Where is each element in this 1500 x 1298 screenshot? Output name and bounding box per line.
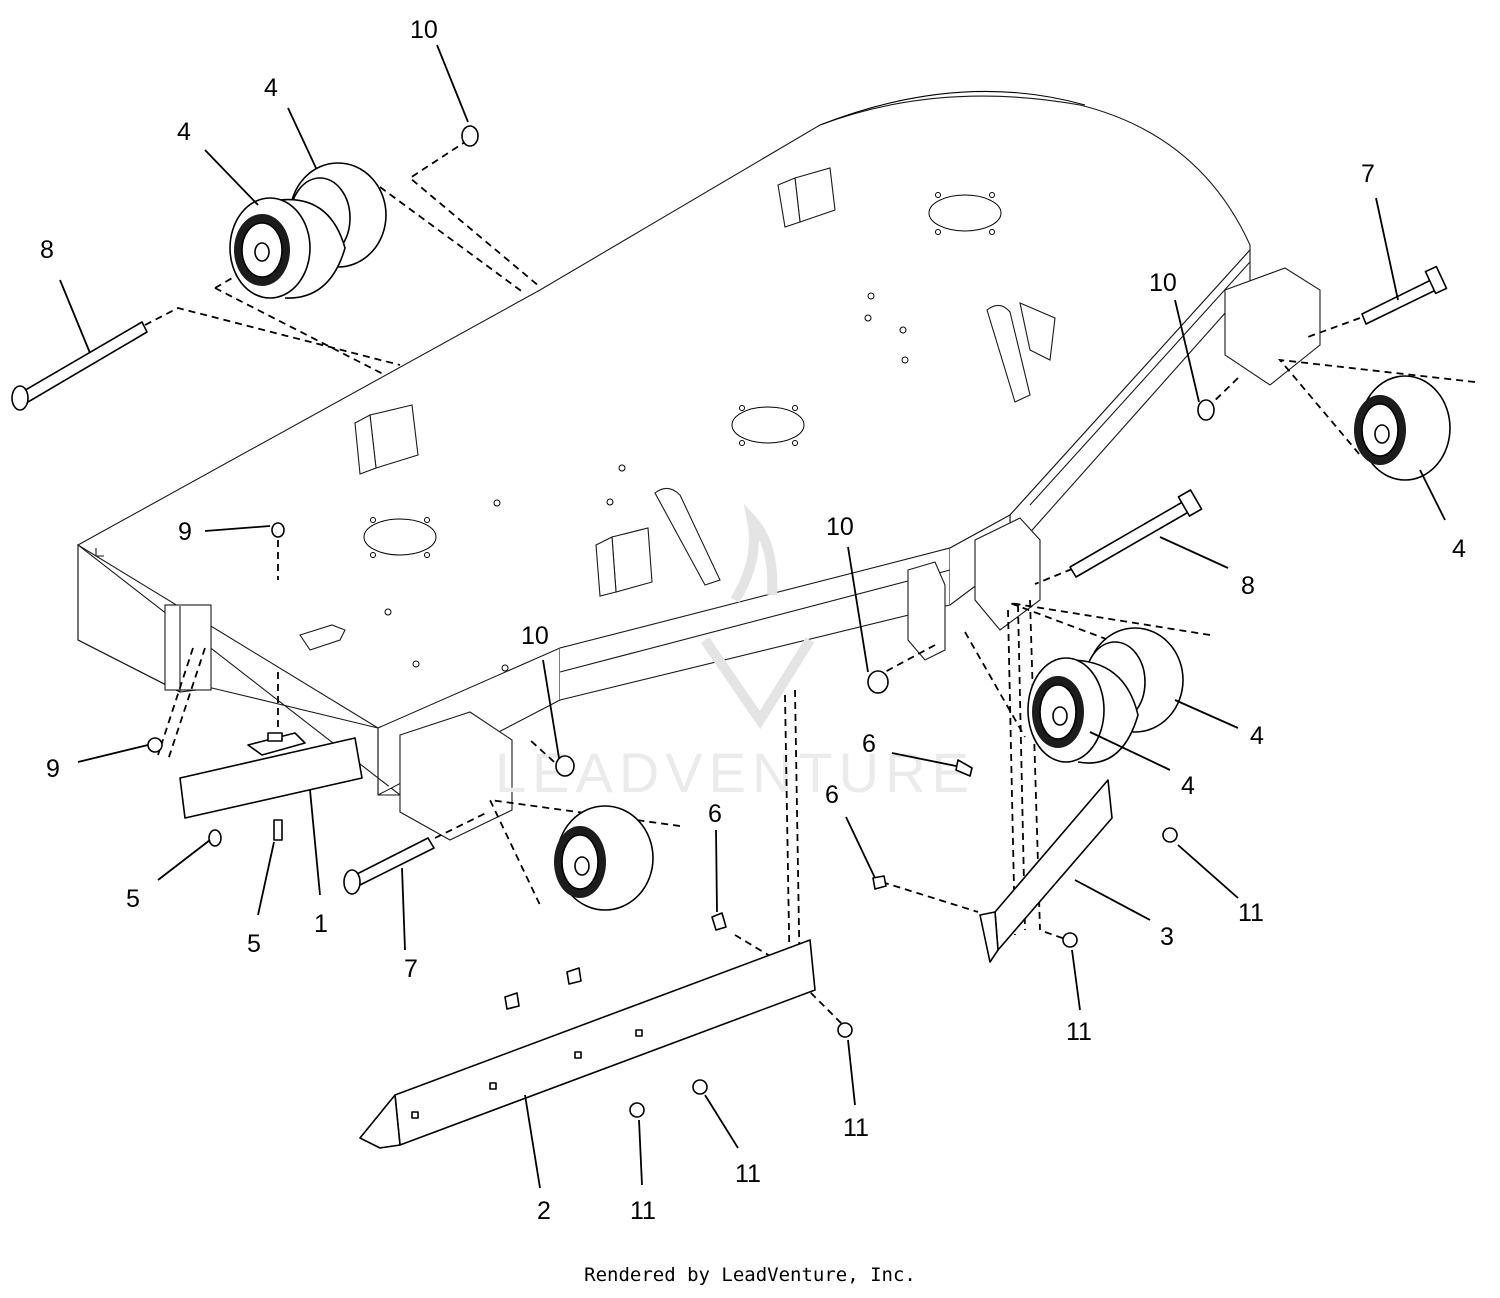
- callout-6: 6: [825, 781, 839, 809]
- callout-10: 10: [410, 16, 438, 44]
- callout-4: 4: [1250, 722, 1264, 750]
- nut-10-top: [461, 125, 479, 147]
- callout-11: 11: [735, 1160, 761, 1188]
- nut-11-d: [692, 1079, 708, 1095]
- callout-9: 9: [178, 518, 192, 546]
- nut-9-side: [147, 737, 163, 753]
- callout-11: 11: [843, 1114, 869, 1142]
- wheel-4-right-front: [1027, 657, 1139, 764]
- nut-11-e: [629, 1102, 645, 1118]
- callout-5: 5: [126, 885, 140, 913]
- callout-7: 7: [1361, 160, 1375, 188]
- callout-7: 7: [404, 955, 418, 983]
- callout-2: 2: [537, 1197, 551, 1225]
- callout-4: 4: [177, 118, 191, 146]
- callout-10: 10: [1149, 269, 1177, 297]
- callout-4: 4: [1452, 535, 1466, 563]
- callout-8: 8: [1241, 572, 1255, 600]
- callout-10: 10: [826, 513, 854, 541]
- axle-bolt-7-right: [1361, 265, 1448, 325]
- nut-10-center: [867, 670, 889, 694]
- wheel-4-front-left: [554, 805, 654, 911]
- plate-1: [179, 732, 363, 819]
- callouts: 10 4 4 8 7 10 4 9 10 8 10 4 4 9 6 6 6 5 …: [40, 16, 1466, 1225]
- callout-8: 8: [40, 236, 54, 264]
- callout-9: 9: [46, 755, 60, 783]
- callout-6: 6: [708, 800, 722, 828]
- mower-deck: [76, 90, 1321, 841]
- callout-11: 11: [1066, 1018, 1092, 1046]
- bolt-5-b: [273, 819, 283, 841]
- callout-11: 11: [630, 1197, 656, 1225]
- axle-bolt-8-right: [1069, 489, 1203, 578]
- bolt-6-upper: [955, 759, 973, 777]
- axle-bolt-7-left: [343, 837, 435, 895]
- callout-1: 1: [314, 910, 328, 938]
- callout-11: 11: [1238, 899, 1264, 927]
- nut-11-c: [837, 1022, 853, 1038]
- wheel-4-top-left-front: [229, 197, 346, 299]
- watermark-text: LEADVENTURE: [495, 741, 975, 804]
- callout-6: 6: [862, 730, 876, 758]
- nut-10-right: [1197, 399, 1215, 421]
- callout-4: 4: [1181, 772, 1195, 800]
- wheel-4-right-rear: [1354, 375, 1451, 481]
- callout-3: 3: [1160, 923, 1174, 951]
- callout-10: 10: [521, 622, 549, 650]
- nut-11-a: [1162, 827, 1178, 843]
- callout-5: 5: [247, 930, 261, 958]
- plate-2: [359, 939, 816, 1149]
- nut-10-front: [555, 755, 575, 777]
- bolt-6-plate: [711, 912, 727, 931]
- leadventure-watermark: LEADVENTURE: [495, 503, 975, 804]
- callout-4: 4: [264, 74, 278, 102]
- bolt-6-lower: [872, 875, 887, 890]
- rendered-by-footer: Rendered by LeadVenture, Inc.: [584, 1264, 916, 1286]
- nut-9-top: [271, 522, 285, 538]
- nut-11-b: [1062, 932, 1078, 948]
- bolt-5-a: [208, 829, 222, 847]
- leader-lines: [59, 44, 1446, 1189]
- hardware: [147, 125, 1215, 1118]
- axle-bolt-8-left: [11, 321, 148, 411]
- plate-3: [979, 779, 1113, 963]
